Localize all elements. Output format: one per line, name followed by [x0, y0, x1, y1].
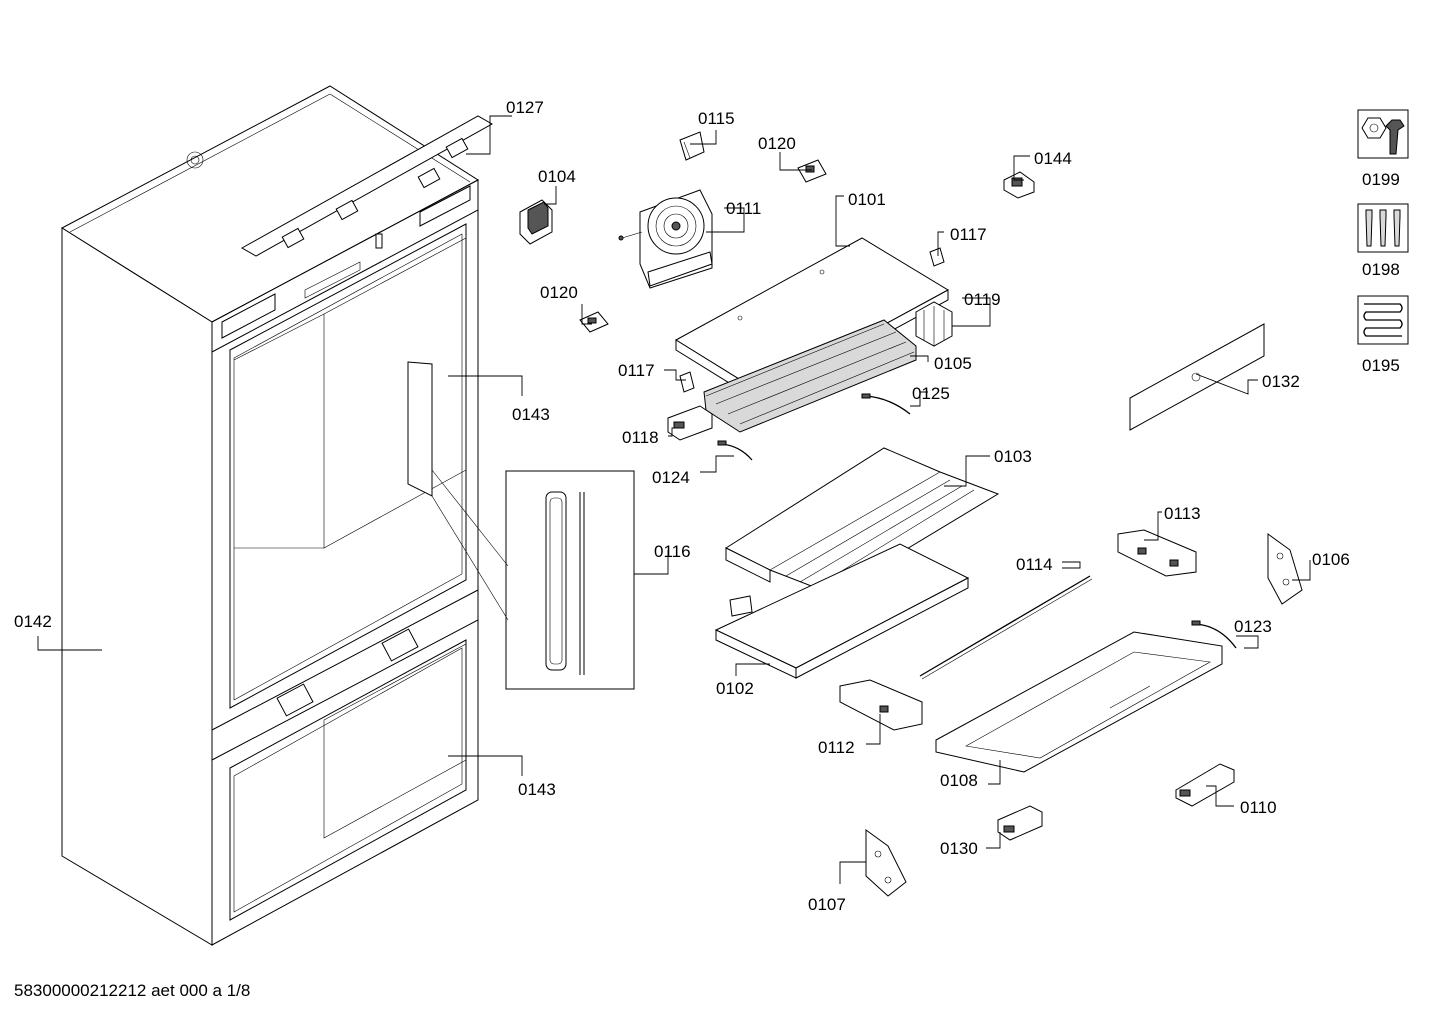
part-0117a-shape — [929, 247, 945, 267]
label-0123: 0123 — [1234, 617, 1272, 636]
label-0130: 0130 — [940, 839, 978, 858]
label-0198: 0198 — [1362, 260, 1400, 279]
label-0143: 0143 — [512, 405, 550, 424]
label-0117: 0117 — [950, 225, 987, 244]
part-0104-shape — [519, 199, 553, 245]
part-0106-shape — [1267, 533, 1303, 605]
label-0114: 0114 — [1016, 555, 1053, 574]
document-id-footer: 58300000212212 aet 000 a 1/8 — [14, 981, 251, 1000]
part-0112-shape — [839, 679, 923, 731]
label-0132: 0132 — [1262, 372, 1300, 391]
label-0116: 0116 — [654, 542, 691, 561]
label-0127: 0127 — [506, 98, 544, 117]
label-0142: 0142 — [14, 612, 52, 631]
label-0124: 0124 — [652, 468, 690, 487]
part-0124-shape — [717, 440, 753, 461]
heating-coil-icon — [1357, 295, 1409, 345]
label-0108: 0108 — [940, 771, 978, 790]
label-0101: 0101 — [848, 190, 886, 209]
label-0115: 0115 — [698, 109, 735, 128]
part-0117b-shape — [679, 371, 695, 393]
cabinet-housing — [61, 85, 509, 946]
part-0113-shape — [1117, 529, 1197, 577]
part-0107-shape — [865, 829, 907, 897]
part-0114-shape — [919, 575, 1093, 680]
part-0102-shape — [714, 543, 970, 679]
part-0130-shape — [997, 805, 1043, 841]
part-0108-shape — [935, 631, 1223, 773]
label-0143: 0143 — [518, 780, 556, 799]
part-0111-shape — [618, 189, 713, 289]
part-0120a-shape — [797, 159, 827, 183]
part-0110-shape — [1175, 763, 1235, 807]
part-0118-shape — [667, 405, 713, 441]
wrench-nut-icon — [1357, 109, 1409, 159]
label-0195: 0195 — [1362, 356, 1400, 375]
part-0105-shape — [703, 319, 917, 433]
label-0120: 0120 — [758, 134, 796, 153]
part-0125-shape — [861, 393, 911, 415]
part-labels: 0127 0104 0115 0120 0111 0101 0144 0117 … — [14, 98, 1400, 914]
label-0106: 0106 — [1312, 550, 1350, 569]
label-0199: 0199 — [1362, 170, 1400, 189]
label-0113: 0113 — [1164, 504, 1201, 523]
part-0120b-shape — [579, 311, 609, 333]
part-0123-shape — [1191, 620, 1237, 649]
label-0103: 0103 — [994, 447, 1032, 466]
label-0125: 0125 — [912, 384, 950, 403]
label-0117: 0117 — [618, 361, 655, 380]
leader-lines — [37, 115, 1311, 884]
part-0115-shape — [679, 131, 705, 161]
seal-detail-box — [505, 470, 635, 690]
label-0110: 0110 — [1240, 798, 1277, 817]
part-0132-shape — [1129, 323, 1265, 431]
label-0107: 0107 — [808, 895, 846, 914]
label-0104: 0104 — [538, 167, 576, 186]
label-0105: 0105 — [934, 354, 972, 373]
part-0119-shape — [915, 301, 953, 347]
label-0112: 0112 — [818, 738, 855, 757]
label-0102: 0102 — [716, 679, 754, 698]
label-0118: 0118 — [622, 428, 659, 447]
screws-icon — [1357, 203, 1409, 253]
label-0111: 0111 — [726, 199, 761, 218]
label-0120: 0120 — [540, 283, 578, 302]
label-0144: 0144 — [1034, 149, 1072, 168]
label-0119: 0119 — [964, 290, 1001, 309]
part-0144-shape — [1003, 171, 1035, 199]
